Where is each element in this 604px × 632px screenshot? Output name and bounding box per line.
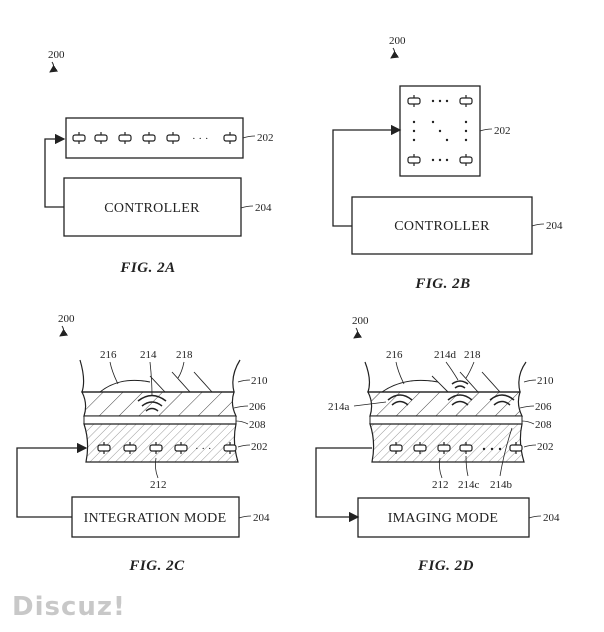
fig-2c-label-210: 210 [251,375,268,387]
fig-2c: 200 · · · 216 214 218 [16,313,270,574]
fig-2d-label-212: 212 [432,479,449,491]
fig-2d-label-214d: 214d [434,349,457,361]
fig-2b-label-202: 202 [494,125,511,137]
fig-2d-layer-208 [369,415,523,425]
watermark: Discuz! [12,592,126,622]
fig-2a-label-202: 202 [257,132,274,144]
fig-2c-layer-208 [83,415,237,425]
fig-2c-label-212: 212 [150,479,167,491]
fig-2b: 200 202 CONTROLLER 204 FIG. 2B [332,35,563,292]
fig-2b-leader-202 [479,128,493,132]
fig-2c-label-216: 216 [100,349,117,361]
fig-2c-label-202: 202 [251,441,268,453]
fig-2b-controller-box [351,196,533,255]
fig-2c-ellipsis: · · · [195,443,212,455]
fig-2a-leader-204 [240,205,254,209]
fig-2d-label-204: 204 [543,512,560,524]
fig-2d-label-214a: 214a [328,401,350,413]
fig-2a-controller-box [63,177,242,237]
fig-2c-ref: 200 [58,313,75,325]
fig-2a-caption: FIG. 2A [119,260,175,276]
fig-2d-label-214c: 214c [458,479,480,491]
fig-2d-mode-label: IMAGING MODE [388,511,499,526]
fig-2d-finger-ridges [431,371,501,393]
fig-2c-connection-arrow [16,442,88,518]
fig-2b-ref: 200 [389,35,406,47]
fig-2d-label-202: 202 [537,441,554,453]
fig-2d-connection-arrow [315,447,372,523]
fig-2c-finger-ridges [149,371,213,393]
fig-2d-sensor-layer [369,423,525,463]
fig-2d-label-214b: 214b [490,479,513,491]
fig-2d-leaders [353,361,537,479]
fig-2c-leaders [109,361,251,479]
fig-2d-waves [387,380,515,406]
fig-2b-ellipsis-dots [412,99,468,162]
fig-2a-ref-arrow [49,61,59,73]
fig-2c-label-204: 204 [253,512,270,524]
fig-2c-mode-label: INTEGRATION MODE [84,511,227,526]
fig-2a-label-204: 204 [255,202,272,214]
fig-2d-ref-arrow [353,327,363,339]
fig-2c-mode-box [71,496,240,538]
fig-2d-leader-204 [528,515,542,519]
fig-2c-ref-arrow [59,325,69,337]
fig-2d-caption: FIG. 2D [417,558,474,574]
fig-2a-leader-202 [242,135,256,139]
fig-2d-ellipsis-dots [482,447,502,451]
fig-2d-label-210: 210 [537,375,554,387]
fig-2c-caption: FIG. 2C [128,558,185,574]
fig-2d: 200 216 214d 218 214a [315,315,560,574]
fig-2b-label-204: 204 [546,220,563,232]
fig-2b-controller-label: CONTROLLER [394,219,490,234]
fig-2c-label-208: 208 [249,419,266,431]
fig-2c-ridge [99,379,151,393]
fig-2b-ref-arrow [390,47,400,59]
fig-2b-leader-204 [531,223,545,227]
fig-2d-label-208: 208 [535,419,552,431]
fig-2a-ref: 200 [48,49,65,61]
fig-2d-label-218: 218 [464,349,481,361]
fig-2c-label-214: 214 [140,349,157,361]
fig-2c-leader-204 [238,515,252,519]
fig-2b-caption: FIG. 2B [414,276,470,292]
fig-2b-connection-arrow [332,124,402,227]
fig-2d-ref: 200 [352,315,369,327]
fig-2d-label-206: 206 [535,401,552,413]
fig-2a-ellipsis: · · · [192,133,209,145]
fig-2a-controller-label: CONTROLLER [104,201,200,216]
fig-2a-connection-arrow [44,133,66,208]
fig-2a: 200 · · · 202 CONTROLLER 204 FIG. 2A [44,49,274,276]
fig-2c-label-218: 218 [176,349,193,361]
fig-2c-sensor-layer [83,423,239,463]
fig-2d-label-216: 216 [386,349,403,361]
fig-2d-ridge [381,379,439,393]
fig-2c-label-206: 206 [249,401,266,413]
